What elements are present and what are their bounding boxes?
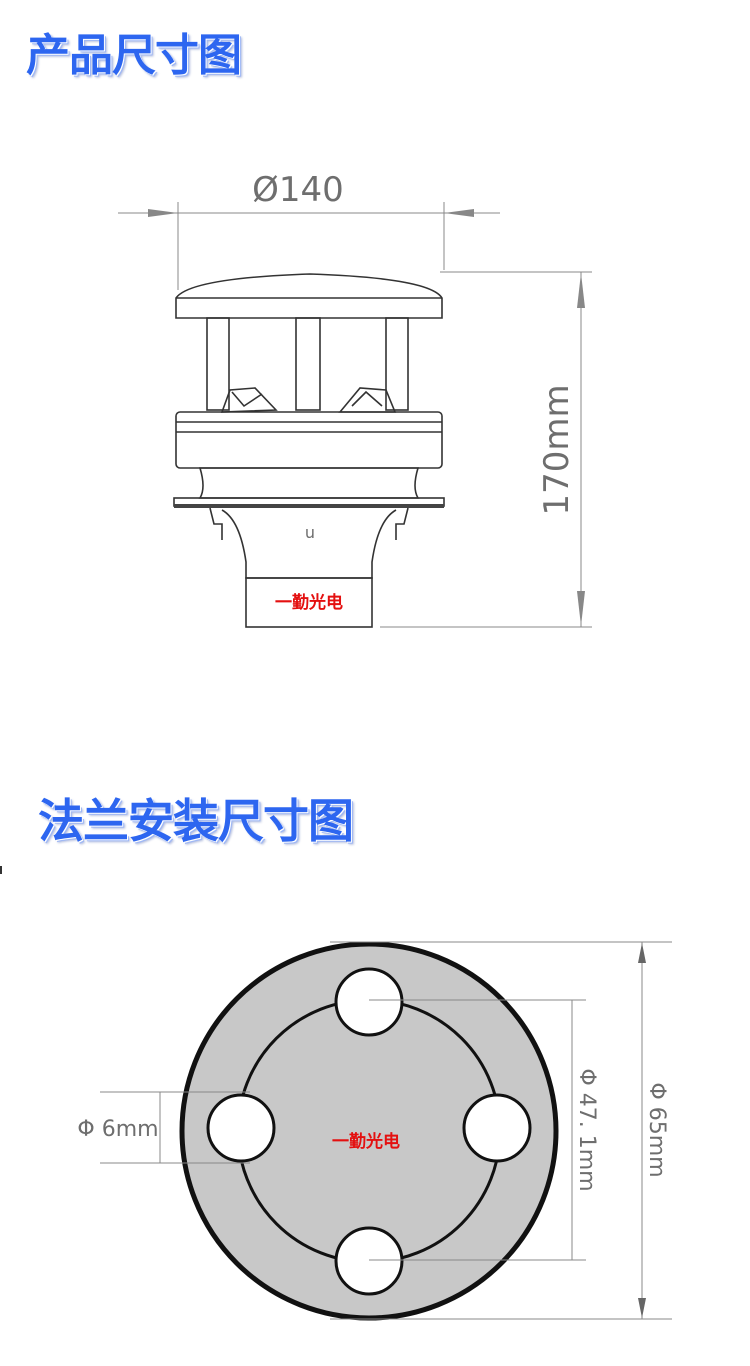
bolt-circle-label: Φ 47. 1mm [574,1068,599,1191]
brand-watermark: 一勤光电 [275,592,343,613]
section-title-product-dimensions: 产品尺寸图 [26,30,242,81]
product-dimension-drawing: Ø140 170mm u [118,170,592,628]
hole-diameter-dimension: Φ 6mm [77,1091,250,1164]
diameter-dimension: Ø140 [118,170,500,290]
arrow-up-icon [577,273,585,308]
stray-mark [0,866,2,874]
arrow-left-icon [148,209,178,217]
sensor-body: u 一勤光电 [173,273,445,628]
section-title-flange-dimensions: 法兰安装尺寸图 [38,794,354,848]
arrow-right-icon [444,209,474,217]
outer-diameter-label: Φ 65mm [644,1082,669,1177]
arrow-down-icon [638,1298,646,1318]
mounting-hole-top [334,967,404,1037]
diameter-label: Ø140 [252,170,344,210]
arrow-down-icon [577,591,585,626]
height-dimension: 170mm [380,271,592,628]
arrow-up-icon [638,943,646,963]
bolt-circle-dimension: Φ 47. 1mm [369,999,599,1261]
brand-watermark: 一勤光电 [332,1131,400,1152]
outer-diameter-dimension: Φ 65mm [330,941,672,1320]
hole-diameter-label: Φ 6mm [77,1117,158,1142]
mounting-hole-right [462,1093,532,1163]
flange-dimension-drawing: Φ 6mm Φ 47. 1mm Φ 65mm 一勤光电 [77,941,672,1321]
height-label: 170mm [537,384,577,515]
mounting-hole-left [206,1093,276,1163]
mounting-hole-bottom [334,1226,404,1296]
port-label: u [305,523,315,542]
